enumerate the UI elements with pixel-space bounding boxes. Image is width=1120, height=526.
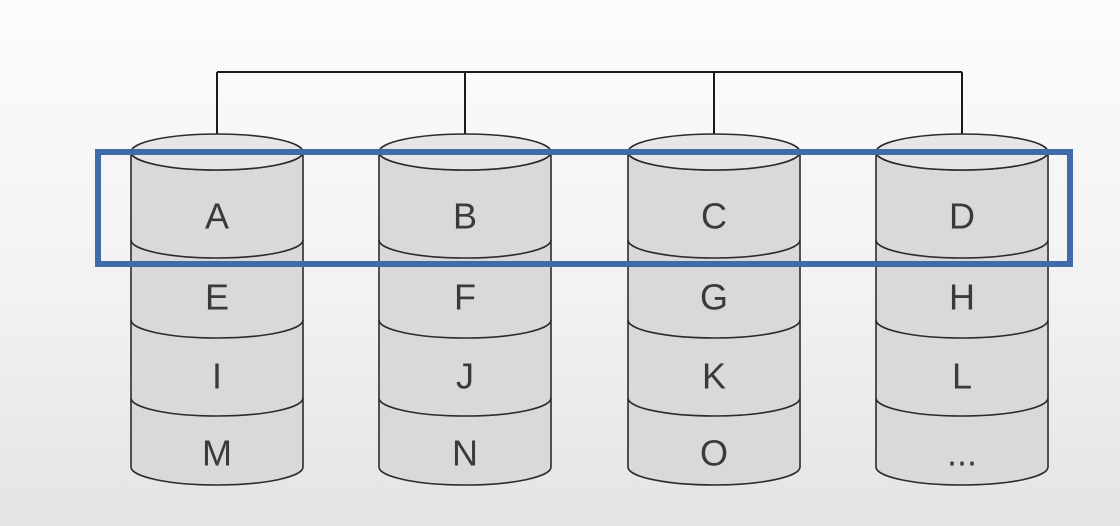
block-label: O: [700, 433, 728, 474]
block-separator: [130, 239, 304, 259]
block-label: B: [453, 196, 477, 237]
block-separator: [130, 319, 304, 339]
block-separator: [378, 319, 552, 339]
block-label: E: [205, 277, 229, 318]
disk-4: D H L ...: [875, 133, 1049, 486]
connector-bus: [216, 71, 963, 138]
block-separator: [875, 397, 1049, 417]
block-label: D: [949, 196, 975, 237]
block-label: L: [952, 356, 972, 397]
block-label: H: [949, 277, 975, 318]
block-label: C: [701, 196, 727, 237]
block-separator: [378, 397, 552, 417]
block-label: I: [212, 356, 222, 397]
block-separator: [627, 239, 801, 259]
block-label: F: [454, 277, 476, 318]
block-label: ...: [947, 433, 977, 474]
highlighted-stripe: [95, 149, 1073, 267]
block-separator: [130, 397, 304, 417]
block-label: N: [452, 433, 478, 474]
block-separator: [378, 239, 552, 259]
disk-2: B F J N: [378, 133, 552, 486]
block-separator: [875, 239, 1049, 259]
block-label: A: [205, 196, 229, 237]
block-label: M: [202, 433, 232, 474]
block-separator: [875, 319, 1049, 339]
block-label: G: [700, 277, 728, 318]
disk-3: C G K O: [627, 133, 801, 486]
block-label: J: [456, 356, 474, 397]
block-separator: [627, 319, 801, 339]
block-separator: [627, 397, 801, 417]
block-label: K: [702, 356, 726, 397]
disk-1: A E I M: [130, 133, 304, 486]
